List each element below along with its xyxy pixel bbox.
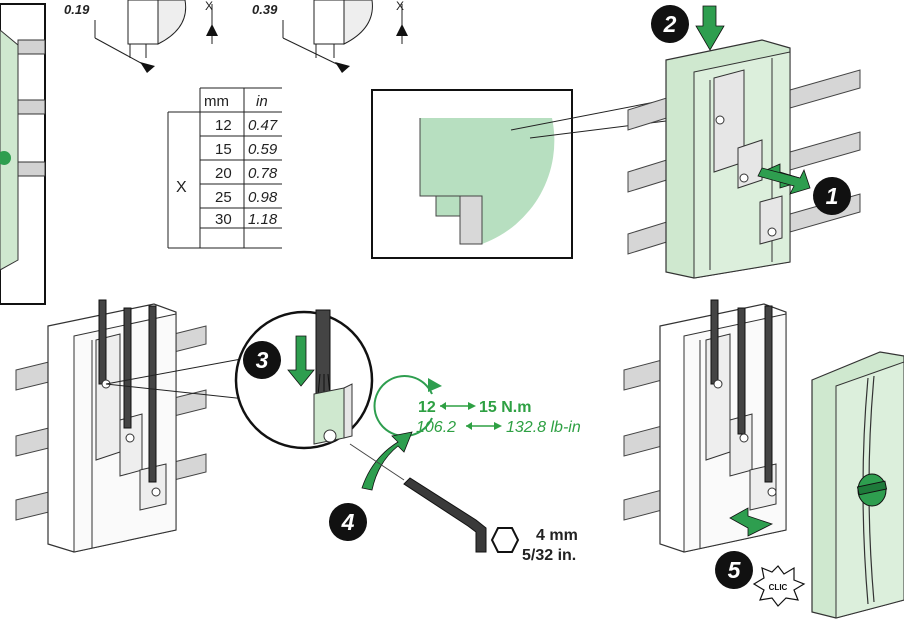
table-cell-in: 0.98 xyxy=(248,189,278,206)
torque-spec: 12 15 N.m 106.2 132.8 lb-in xyxy=(373,375,581,437)
step-number-4: 4 xyxy=(341,509,355,535)
push-left-arrow-icon xyxy=(729,507,774,537)
assembly-bottom-right xyxy=(623,299,787,553)
step-number-3: 3 xyxy=(256,347,269,373)
cover-view-cutoff xyxy=(0,3,46,305)
push-down-arrow-icon xyxy=(695,5,725,51)
hex-key-size-in: 5/32 in. xyxy=(522,547,576,564)
dimension-callout-left: 0.19 X xyxy=(64,0,218,73)
detail-inset xyxy=(371,89,691,259)
torque-nm-low: 12 xyxy=(418,399,436,416)
step-badge-4: 4 xyxy=(329,503,367,541)
torque-lbin-high: 132.8 lb-in xyxy=(506,419,581,436)
table-cell-mm: 12 xyxy=(215,117,232,134)
green-cover xyxy=(811,351,904,619)
x-marker-2: X xyxy=(396,0,404,13)
dimension-value-1: 0.19 xyxy=(64,2,90,17)
click-burst-icon xyxy=(752,565,806,607)
step-badge-1: 1 xyxy=(813,176,851,215)
table-cell-mm: 30 xyxy=(215,211,232,228)
table-cell-in: 0.78 xyxy=(248,165,278,182)
dimension-callout-right: 0.39 X xyxy=(252,0,408,73)
table-cell-in: 0.47 xyxy=(248,117,278,134)
assembly-bottom-left xyxy=(15,299,256,553)
table-cell-mm: 15 xyxy=(215,141,232,158)
clic-burst: CLIC xyxy=(752,565,806,607)
table-cell-mm: 25 xyxy=(215,189,232,206)
torque-lbin-low: 106.2 xyxy=(416,419,456,436)
push-down-arrow-icon xyxy=(287,335,315,387)
step-number-5: 5 xyxy=(728,557,742,583)
clic-label: CLIC xyxy=(769,583,788,592)
table-cell-in: 0.59 xyxy=(248,141,278,158)
torque-nm-high: 15 N.m xyxy=(479,399,531,416)
table-row-label: X xyxy=(176,179,187,196)
hexagon-icon xyxy=(490,527,520,553)
step-badge-2: 2 xyxy=(651,5,689,43)
zoom-detail-circle xyxy=(234,309,374,450)
step-number-2: 2 xyxy=(663,11,677,37)
step-number-1: 1 xyxy=(826,183,839,209)
conversion-table: mm in X 12 0.47 15 0.59 20 0.78 25 0.98 … xyxy=(167,87,282,249)
table-cell-in: 1.18 xyxy=(248,211,278,228)
hex-key-size-mm: 4 mm xyxy=(536,527,578,544)
tightening-arrow xyxy=(361,431,413,491)
dimension-value-2: 0.39 xyxy=(252,2,278,17)
curved-arrow-icon xyxy=(361,431,413,491)
hex-key: 4 mm 5/32 in. xyxy=(349,443,578,564)
table-cell-mm: 20 xyxy=(215,165,232,182)
x-marker-1: X xyxy=(205,0,213,13)
table-header-mm: mm xyxy=(204,93,229,110)
rotation-arrow-icon xyxy=(373,375,433,437)
step-badge-5: 5 xyxy=(715,551,753,589)
table-header-in: in xyxy=(256,93,268,110)
assembly-top-right xyxy=(627,5,861,279)
step-badge-3: 3 xyxy=(243,341,281,379)
